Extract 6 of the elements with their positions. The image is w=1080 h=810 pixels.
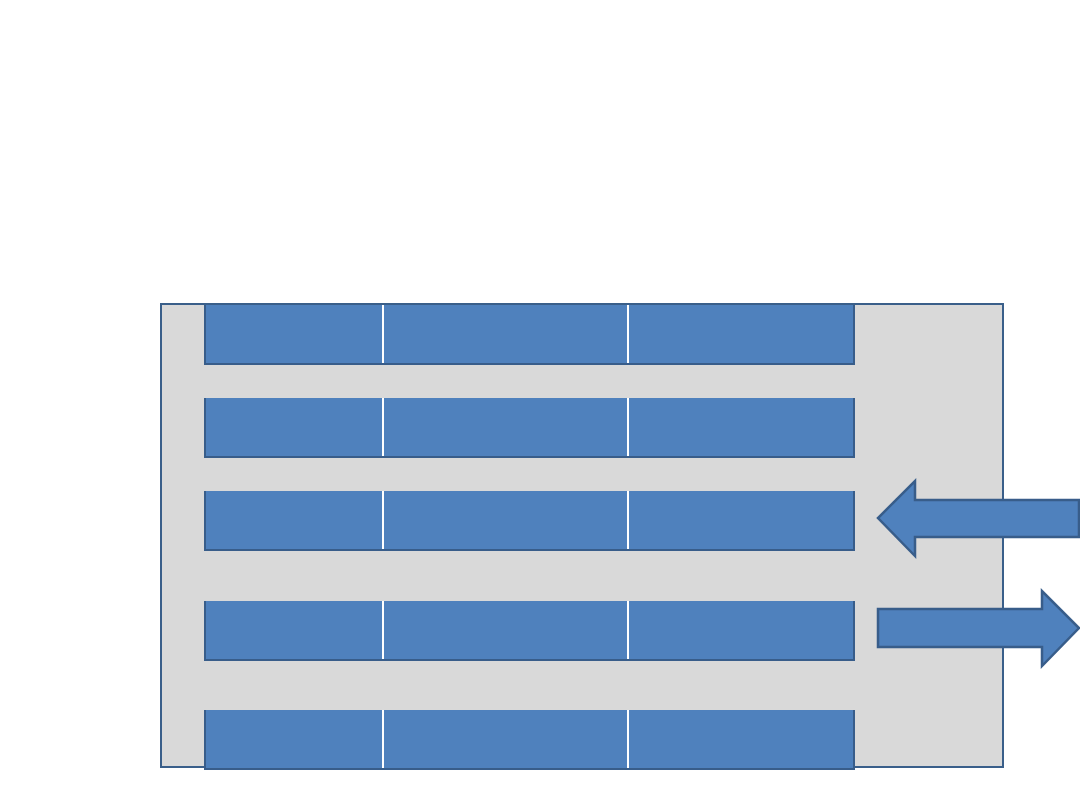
bar (204, 601, 855, 661)
bar (204, 491, 855, 551)
bar (204, 710, 855, 770)
bar (204, 305, 855, 365)
panel (160, 303, 1004, 768)
bar (204, 398, 855, 458)
